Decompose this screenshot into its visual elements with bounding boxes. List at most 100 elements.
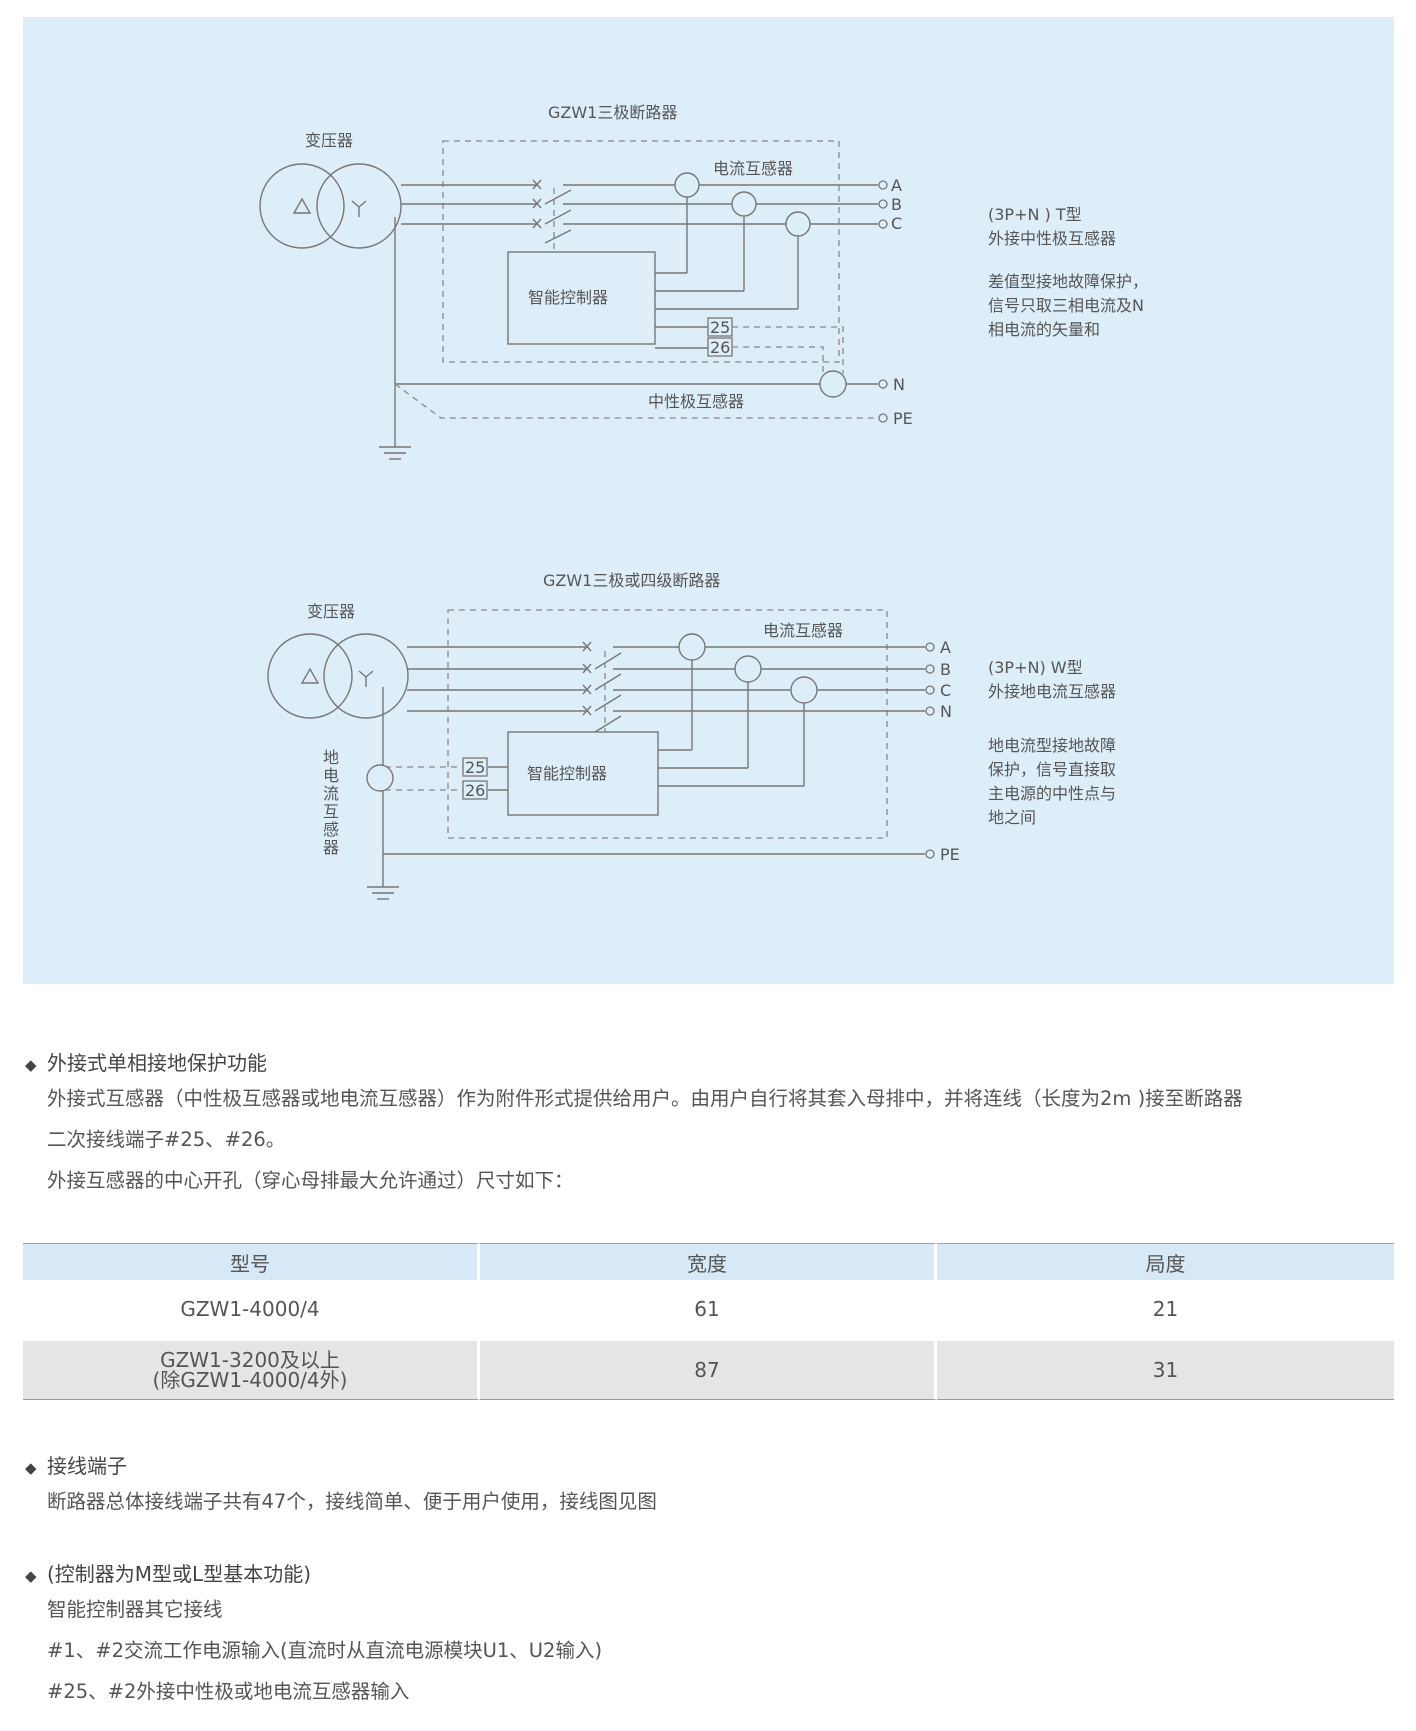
breaker-title-2: GZW1三极或四级断路器 (543, 571, 720, 590)
table-row: GZW1-3200及以上 (除GZW1-4000/4外) 87 31 (23, 1338, 1394, 1400)
ground-ct-label-5: 感 (323, 820, 339, 839)
cell-height: 21 (937, 1280, 1394, 1338)
pe-label-1: PE (893, 409, 913, 428)
ground-ct-label-1: 地 (323, 748, 339, 767)
ground-ct (366, 764, 394, 792)
section-2-line-1: 断路器总体接线端子共有47个，接线简单、便于用户使用，接线图见图 (47, 1490, 657, 1513)
header-model: 型号 (23, 1243, 480, 1280)
section-3-title: ◆ (控制器为M型或L型基本功能) (25, 1559, 1405, 1589)
desc-2-line-3: 地电流型接地故障 (988, 736, 1116, 755)
section-1-line-2: 二次接线端子#25、#26。 (47, 1128, 286, 1151)
transformer-label-2: 变压器 (307, 602, 355, 621)
controller-label-1: 智能控制器 (528, 288, 608, 307)
cell-width: 87 (480, 1338, 937, 1400)
phase-label-a-2: A (940, 638, 951, 657)
ground-icon (379, 446, 411, 460)
cell-height: 31 (937, 1338, 1394, 1400)
section-controller-functions: ◆ (控制器为M型或L型基本功能) 智能控制器其它接线 #1、#2交流工作电源输入… (25, 1559, 1405, 1712)
ground-ct-label-6: 器 (323, 838, 339, 857)
terminal-25-label-1: 25 (710, 318, 730, 337)
table-row: GZW1-4000/4 61 21 (23, 1280, 1394, 1338)
phase-label-n-2: N (940, 702, 952, 721)
wye-symbol-icon-2 (358, 670, 374, 687)
desc-1-line-2: 外接中性极互感器 (988, 229, 1116, 248)
neutral-ct-1 (819, 370, 847, 398)
phase-label-c-1: C (891, 214, 902, 233)
section-external-ground-protection: ◆ 外接式单相接地保护功能 外接式互感器（中性极互感器或地电流互感器）作为附件形式… (25, 1048, 1405, 1201)
breaker-boundary-1 (442, 140, 840, 363)
controller-label-2: 智能控制器 (527, 764, 607, 783)
diamond-bullet-icon: ◆ (25, 1459, 37, 1477)
section-1-title-text: 外接式单相接地保护功能 (47, 1051, 267, 1075)
transformer-secondary-coil (316, 163, 402, 249)
section-3-title-text: (控制器为M型或L型基本功能) (47, 1562, 312, 1586)
desc-2-line-2: 外接地电流互感器 (988, 682, 1116, 701)
section-1-line-1: 外接式互感器（中性极互感器或地电流互感器）作为附件形式提供给用户。由用户自行将其… (47, 1087, 1243, 1110)
wiring-diagram-panel: GZW1三极断路器 变压器 A B C 电流互感器 (23, 17, 1394, 984)
desc-2-line-5: 主电源的中性点与 (988, 784, 1116, 803)
diamond-bullet-icon: ◆ (25, 1567, 37, 1585)
ground-ct-label-3: 流 (323, 784, 339, 803)
ct-phase-a-2 (678, 633, 706, 661)
cell-model: GZW1-3200及以上 (除GZW1-4000/4外) (23, 1338, 480, 1400)
delta-symbol-icon-2 (300, 667, 320, 684)
ct-phase-c-2 (790, 676, 818, 704)
ct-opening-size-table: 型号 宽度 局度 GZW1-4000/4 61 21 GZW1-3200及以上 … (23, 1243, 1394, 1400)
transformer-primary-coil-2 (267, 633, 353, 719)
cell-width: 61 (480, 1280, 937, 1338)
cell-model-line-2: (除GZW1-4000/4外) (152, 1368, 348, 1392)
cell-model-line-1: GZW1-3200及以上 (160, 1348, 340, 1372)
diagram-1: GZW1三极断路器 变压器 A B C 电流互感器 (259, 103, 1148, 460)
phase-label-a-1: A (891, 176, 902, 195)
ground-ct-label-2: 电 (323, 766, 339, 785)
section-3-line-2: #1、#2交流工作电源输入(直流时从直流电源模块U1、U2输入) (47, 1639, 603, 1662)
desc-2-line-6: 地之间 (988, 808, 1036, 827)
ground-icon-2 (367, 886, 399, 900)
desc-1-line-3: 差值型接地故障保护， (988, 272, 1148, 291)
ground-ct-label-4: 互 (323, 802, 339, 821)
breaker-contacts-2 (582, 641, 622, 733)
phase-label-c-2: C (940, 681, 951, 700)
pe-label-2: PE (940, 845, 960, 864)
ct-phase-a-1 (674, 172, 700, 198)
wiring-diagrams: GZW1三极断路器 变压器 A B C 电流互感器 (259, 103, 1148, 900)
transformer-label-1: 变压器 (305, 131, 353, 150)
section-3-line-1: 智能控制器其它接线 (47, 1598, 223, 1621)
section-2-title-text: 接线端子 (47, 1454, 127, 1478)
controller-box-2 (507, 731, 659, 816)
controller-box-1 (507, 251, 656, 345)
neutral-ct-label: 中性极互感器 (648, 392, 744, 411)
diagram-2: GZW1三极或四级断路器 变压器 A B C (267, 571, 1116, 900)
terminal-25-label-2: 25 (465, 758, 485, 777)
phase-label-b-1: B (891, 195, 902, 214)
terminal-26-label-2: 26 (465, 781, 485, 800)
terminal-26-label-1: 26 (710, 338, 730, 357)
transformer-primary-coil (259, 163, 345, 249)
section-1-line-3: 外接互感器的中心开孔（穿心母排最大允许通过）尺寸如下： (47, 1169, 574, 1192)
desc-2-line-1: (3P+N) W型 (988, 658, 1083, 677)
delta-symbol-icon (292, 197, 312, 214)
n-label-1: N (893, 375, 905, 394)
ct-phase-b-1 (731, 191, 757, 217)
section-3-line-3: #25、#2外接中性极或地电流互感器输入 (47, 1680, 410, 1703)
transformer-secondary-coil-2 (323, 633, 409, 719)
breaker-contacts-1 (532, 179, 572, 251)
section-terminals: ◆ 接线端子 断路器总体接线端子共有47个，接线简单、便于用户使用，接线图见图 (25, 1451, 1405, 1522)
section-1-title: ◆ 外接式单相接地保护功能 (25, 1048, 1405, 1078)
header-width: 宽度 (480, 1243, 937, 1280)
header-height: 局度 (937, 1243, 1394, 1280)
ct-label-2: 电流互感器 (763, 621, 843, 640)
desc-1-line-4: 信号只取三相电流及N (988, 296, 1144, 315)
ct-phase-b-2 (734, 655, 762, 683)
desc-1-line-1: (3P+N ) T型 (988, 205, 1082, 224)
wye-symbol-icon (351, 200, 367, 217)
desc-1-line-5: 相电流的矢量和 (988, 320, 1100, 339)
diamond-bullet-icon: ◆ (25, 1056, 37, 1074)
ct-phase-c-1 (785, 211, 811, 237)
section-2-title: ◆ 接线端子 (25, 1451, 1405, 1481)
breaker-title-1: GZW1三极断路器 (548, 103, 677, 122)
desc-2-line-4: 保护，信号直接取 (988, 760, 1116, 779)
ct-label-1: 电流互感器 (713, 159, 793, 178)
table-header-row: 型号 宽度 局度 (23, 1243, 1394, 1280)
phase-label-b-2: B (940, 660, 951, 679)
